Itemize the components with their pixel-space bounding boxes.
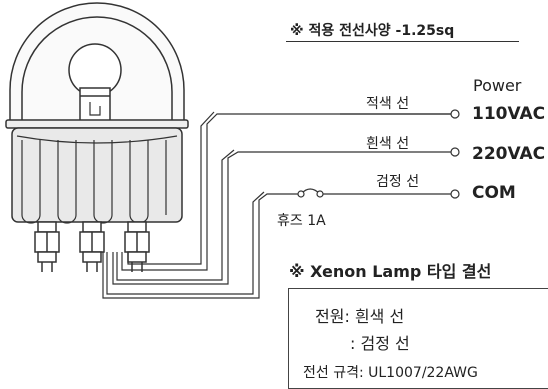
wire-spec-underline [286,41,519,42]
wire-white [112,151,451,285]
wire-black [102,193,301,299]
lamp-dome-inner [21,16,173,120]
xenon-power-line-2: : 검정 선 [350,334,410,353]
terminal-label-com: COM [472,183,516,203]
terminal-220 [450,147,460,157]
wire-red-inner [127,111,215,265]
wire-red [121,113,451,271]
wire-label-red: 적색 선 [366,96,410,112]
terminal-com [450,189,460,199]
wire-label-black: 검정 선 [376,174,420,190]
wire-label-white: 흰색 선 [366,136,410,152]
lamp-base [11,127,183,223]
wire-spec-title: ※ 적용 전선사양 -1.25sq [290,23,455,39]
fuse-end-left [297,190,305,198]
wire-white-inner [116,149,235,281]
xenon-wiring-title: ※ Xenon Lamp 타입 결선 [289,262,492,281]
signal-lamp [5,2,189,272]
terminal-label-220vac: 220VAC [472,144,546,164]
wire-black-inner [106,191,265,295]
terminal-posts [34,221,150,272]
wires [102,111,451,299]
xenon-power-line: 전원: 흰색 선 [315,307,405,326]
fuse-end-right [316,190,324,198]
xenon-wire-spec: 전선 규격: UL1007/22AWG [303,365,478,381]
lamp-base-ring [5,119,189,129]
bulb-socket [79,87,111,123]
fuse-label: 휴즈 1A [277,213,326,229]
terminal-label-110vac: 110VAC [472,104,546,124]
power-label: Power [473,76,522,95]
terminal-110 [450,109,460,119]
xenon-wiring-box: 전원: 흰색 선 : 검정 선 전선 규격: UL1007/22AWG [288,288,548,389]
terminal-circles [297,109,460,199]
